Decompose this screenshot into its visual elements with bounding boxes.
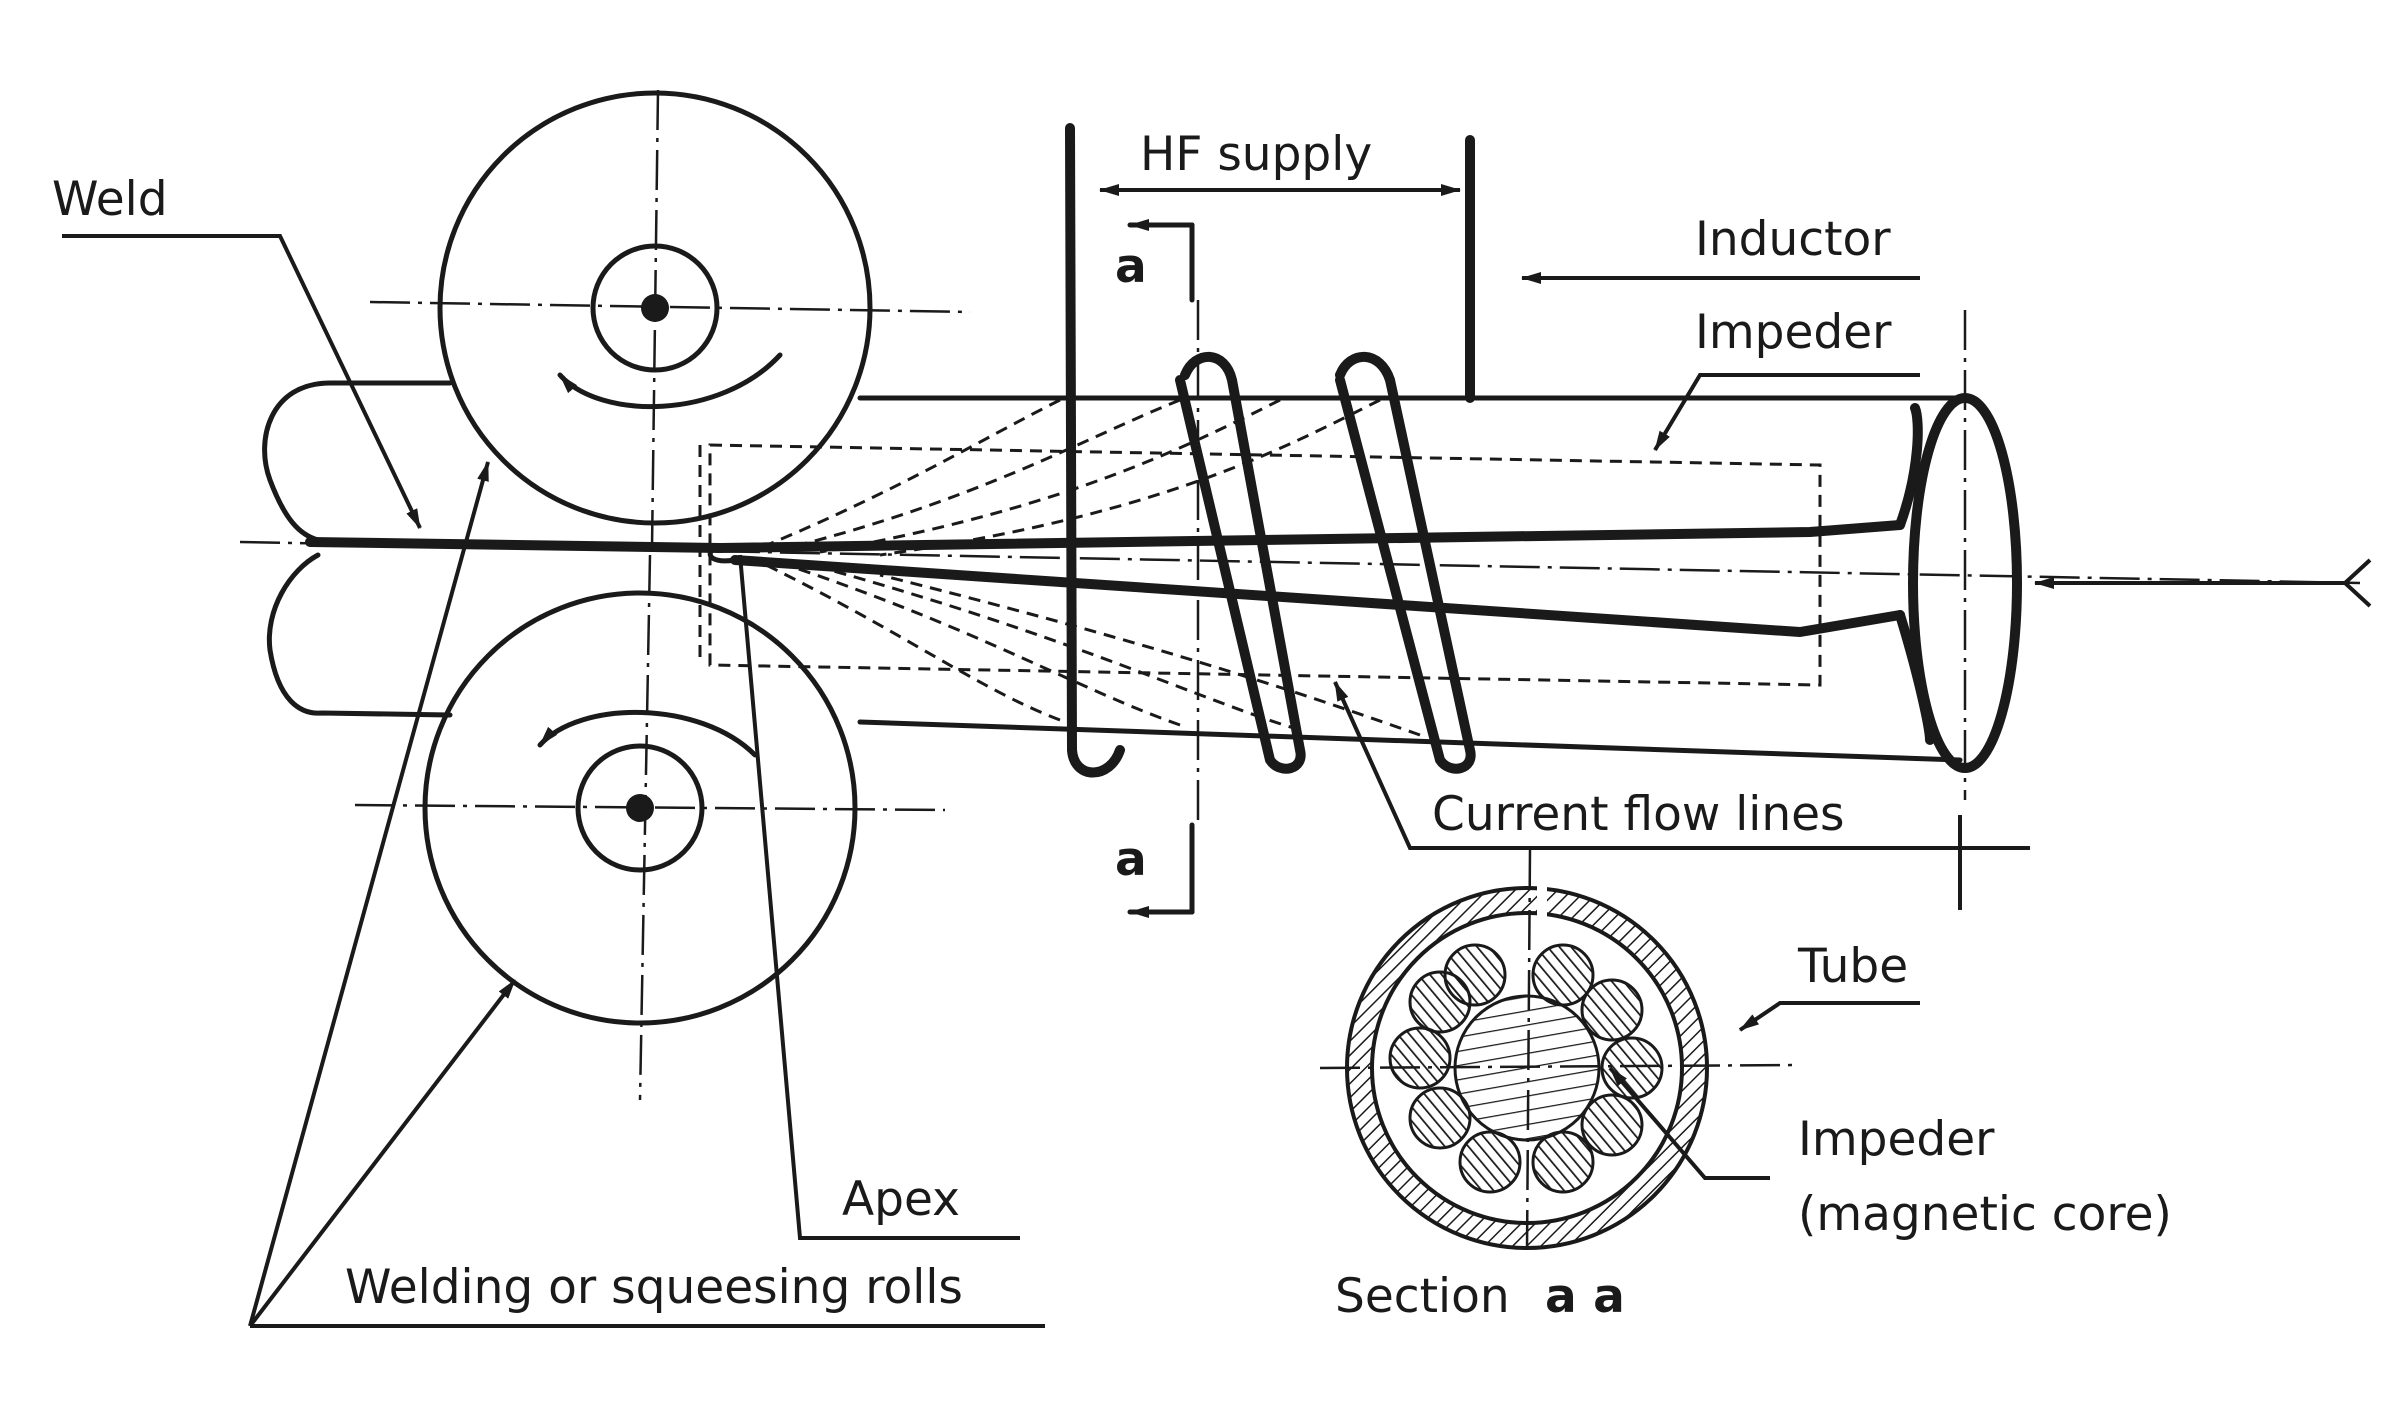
top-roll xyxy=(369,89,971,549)
leaders xyxy=(62,184,2372,1328)
weld-label: Weld xyxy=(52,172,168,227)
vee-wedge xyxy=(305,403,1935,745)
impeder-outline xyxy=(698,443,1822,687)
bottom-roll xyxy=(354,554,946,1101)
inductor-label: Inductor xyxy=(1695,212,1891,267)
rolls-label: Welding or squeesing rolls xyxy=(345,1260,963,1315)
impeder-label: Impeder xyxy=(1695,305,1892,360)
impeder-core-label: Impeder xyxy=(1798,1112,1995,1167)
tube-body xyxy=(239,310,2361,800)
magnetic-core-label: (magnetic core) xyxy=(1798,1187,2172,1242)
tube-label: Tube xyxy=(1797,939,1908,994)
section-mark-bottom: a xyxy=(1115,832,1147,887)
section-mark-top: a xyxy=(1115,239,1147,294)
apex-label: Apex xyxy=(842,1172,960,1227)
hf-supply-label: HF supply xyxy=(1140,127,1372,182)
section-caption-letters: a a xyxy=(1545,1269,1625,1324)
current-flow-lines-label: Current flow lines xyxy=(1432,787,1845,842)
section-line xyxy=(1127,219,1200,918)
section-aa-view xyxy=(1319,849,1801,1251)
magnetic-core-rods xyxy=(1388,943,1664,1194)
inductor-coil xyxy=(1065,123,1476,778)
section-caption: Section xyxy=(1335,1269,1510,1324)
